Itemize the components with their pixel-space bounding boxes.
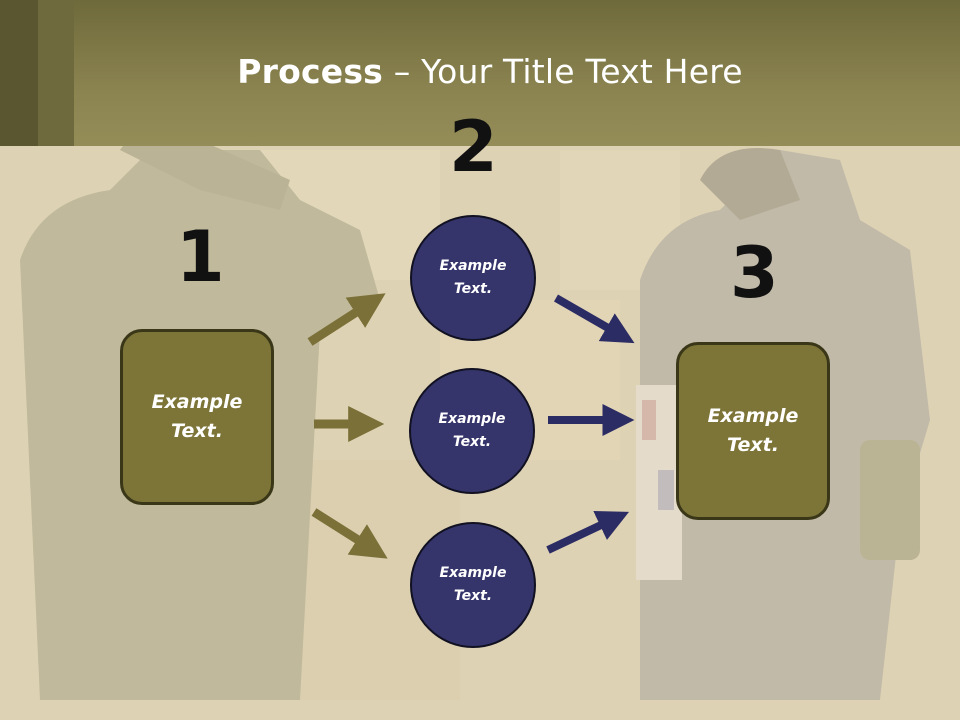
title-rest: – Your Title Text Here bbox=[383, 52, 743, 91]
step-3-text: Example Text. bbox=[708, 402, 799, 460]
step-2-circle-middle[interactable]: Example Text. bbox=[409, 368, 535, 494]
circle-middle-line1: Example bbox=[438, 411, 506, 427]
olive-arrow-icon-up bbox=[307, 293, 386, 346]
step-1-line1: Example bbox=[151, 391, 243, 413]
step-number-3: 3 bbox=[730, 232, 779, 314]
circle-middle-text: Example Text. bbox=[439, 408, 506, 454]
circle-bottom-line1: Example bbox=[439, 565, 507, 581]
slide-title[interactable]: Process – Your Title Text Here bbox=[0, 52, 960, 91]
header-accent-dark bbox=[0, 0, 38, 146]
step-2-circle-top[interactable]: Example Text. bbox=[410, 215, 536, 341]
olive-arrow-icon-down bbox=[311, 508, 388, 559]
step-3-box[interactable]: Example Text. bbox=[676, 342, 830, 520]
title-bold: Process bbox=[237, 52, 384, 91]
header-accent-mid bbox=[38, 0, 74, 146]
step-number-2: 2 bbox=[449, 106, 498, 188]
circle-bottom-line2: Text. bbox=[453, 588, 493, 604]
circle-bottom-text: Example Text. bbox=[440, 562, 507, 608]
circle-top-line1: Example bbox=[439, 258, 507, 274]
header-band: Process – Your Title Text Here bbox=[0, 0, 960, 146]
step-3-line1: Example bbox=[707, 405, 799, 427]
step-number-1: 1 bbox=[176, 216, 225, 298]
step-3-line2: Text. bbox=[727, 434, 779, 456]
navy-arrow-icon-up bbox=[546, 511, 630, 554]
navy-arrow-icon-down bbox=[554, 294, 635, 344]
circle-top-text: Example Text. bbox=[440, 255, 507, 301]
circle-middle-line2: Text. bbox=[452, 434, 492, 450]
circle-top-line2: Text. bbox=[453, 281, 493, 297]
step-2-circle-bottom[interactable]: Example Text. bbox=[410, 522, 536, 648]
step-1-text: Example Text. bbox=[152, 388, 243, 446]
step-1-box[interactable]: Example Text. bbox=[120, 329, 274, 505]
step-1-line2: Text. bbox=[171, 420, 223, 442]
